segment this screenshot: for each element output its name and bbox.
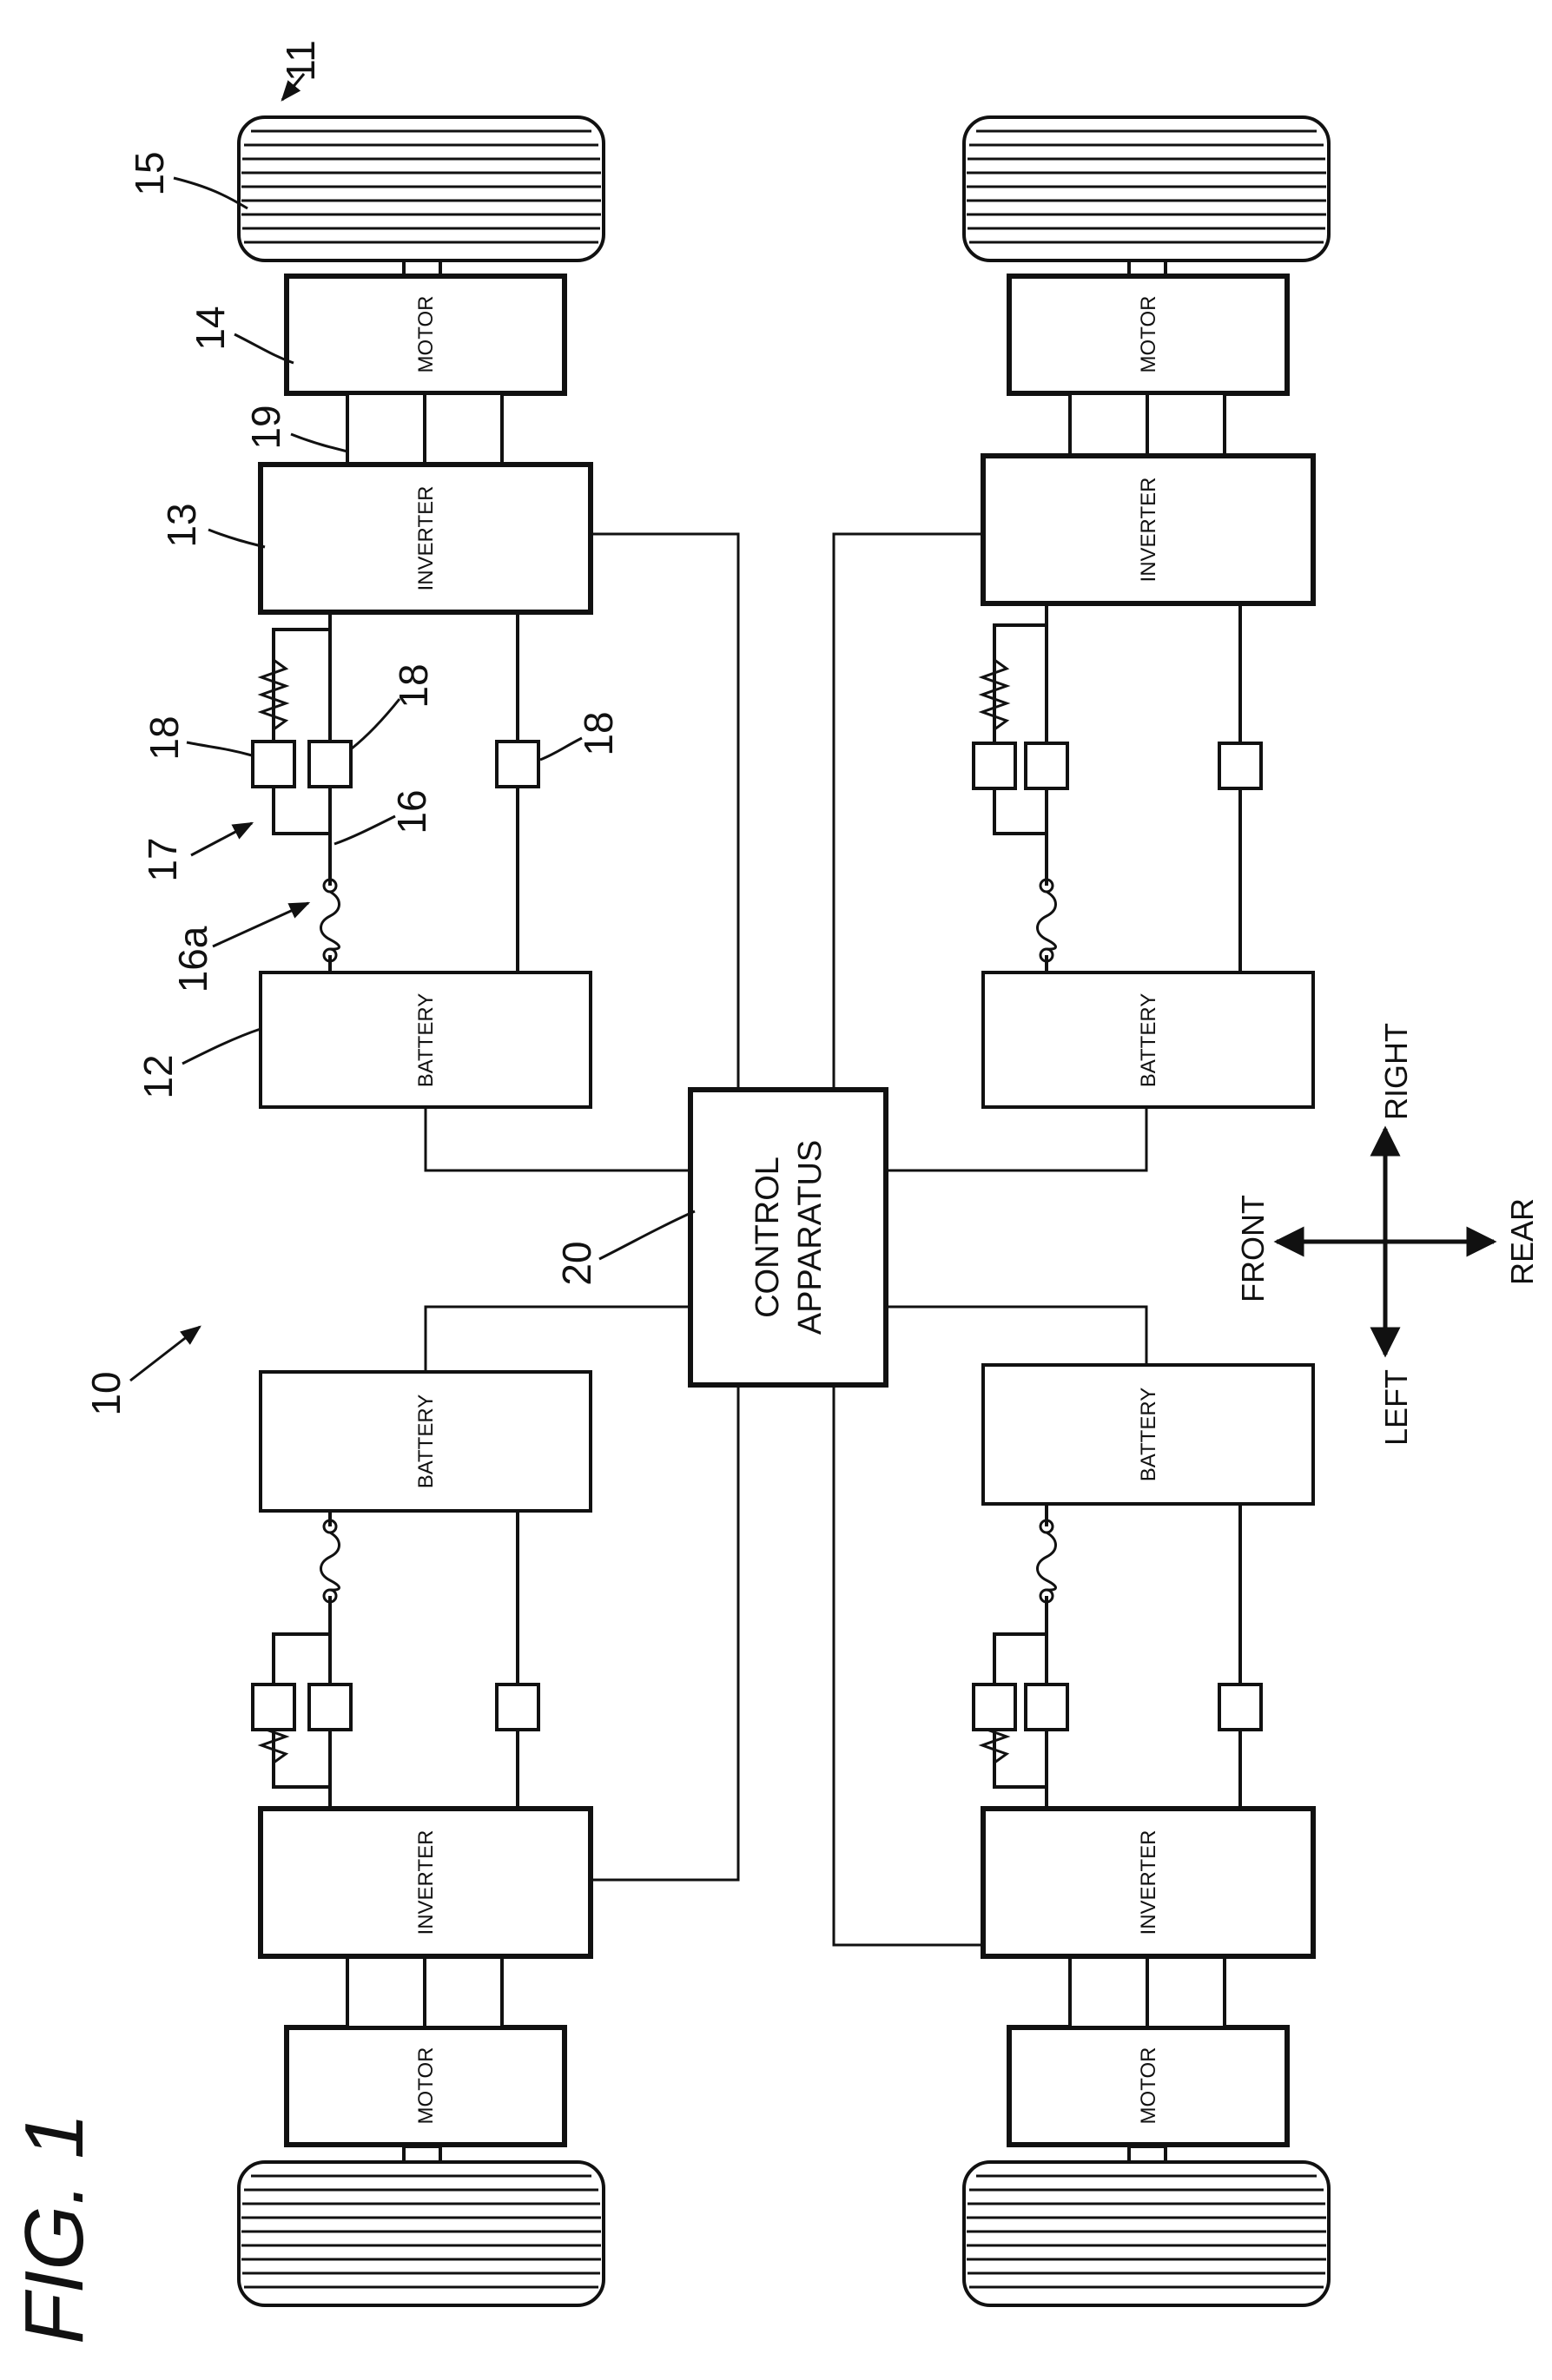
direction-front: FRONT xyxy=(1235,1195,1271,1302)
ref-13: 13 xyxy=(159,503,204,547)
ref-10: 10 xyxy=(83,1371,129,1415)
ref-18-neg: 18 xyxy=(576,711,621,755)
fuse-rear-right xyxy=(1038,880,1056,961)
relay-main-rear-left xyxy=(1026,1684,1067,1730)
inverter-front-right: INVERTER xyxy=(261,465,591,612)
inverter-rear-left: INVERTER xyxy=(983,1809,1313,1956)
ref-18-top: 18 xyxy=(142,715,187,760)
relay-precharge-front-right xyxy=(253,742,294,787)
svg-text:CONTROL: CONTROL xyxy=(750,1157,786,1318)
relay-neg-rear-right xyxy=(1219,743,1261,788)
fuse-front-right xyxy=(321,880,340,961)
fuse-rear-left xyxy=(1038,1520,1056,1602)
relay-main-rear-right xyxy=(1026,743,1067,788)
direction-right: RIGHT xyxy=(1378,1023,1414,1120)
ref-12: 12 xyxy=(135,1054,181,1098)
inverter-front-left: INVERTER xyxy=(261,1809,591,1956)
dc-circuit-front-left xyxy=(274,1511,518,1809)
relay-precharge-rear-left xyxy=(974,1684,1015,1730)
tire-rear-right xyxy=(964,117,1329,260)
motor-front-right: MOTOR xyxy=(287,276,565,393)
direction-left: LEFT xyxy=(1378,1369,1414,1446)
svg-text:INVERTER: INVERTER xyxy=(1137,1830,1160,1935)
ref-16a: 16a xyxy=(170,926,215,992)
ref-11: 11 xyxy=(278,40,323,82)
tire-rear-left xyxy=(964,2162,1329,2305)
relay-precharge-front-left xyxy=(253,1684,294,1730)
svg-text:MOTOR: MOTOR xyxy=(414,2047,438,2125)
svg-text:BATTERY: BATTERY xyxy=(414,1394,438,1488)
relay-neg-front-left xyxy=(497,1684,538,1730)
inverter-rear-right: INVERTER xyxy=(983,456,1313,603)
direction-rear: REAR xyxy=(1504,1198,1540,1285)
ref-16: 16 xyxy=(389,789,434,834)
tire-front-left xyxy=(239,2162,604,2305)
svg-text:INVERTER: INVERTER xyxy=(414,1830,438,1935)
svg-text:INVERTER: INVERTER xyxy=(414,486,438,591)
svg-text:INVERTER: INVERTER xyxy=(1137,478,1160,583)
ref-15: 15 xyxy=(127,151,172,195)
ref-17: 17 xyxy=(140,837,185,881)
ref-14: 14 xyxy=(188,306,233,350)
motor-rear-left: MOTOR xyxy=(1009,2027,1287,2145)
control-apparatus: CONTROL APPARATUS xyxy=(690,1090,886,1385)
dc-circuit-rear-left xyxy=(994,1504,1240,1809)
ref-20: 20 xyxy=(554,1241,599,1285)
battery-front-right: BATTERY xyxy=(261,972,591,1107)
battery-rear-left: BATTERY xyxy=(983,1365,1313,1504)
motor-front-left: MOTOR xyxy=(287,2027,565,2145)
figure-caption: FIG. 1 xyxy=(8,2113,101,2344)
svg-text:BATTERY: BATTERY xyxy=(1137,1388,1160,1481)
relay-neg-front-right xyxy=(497,742,538,787)
svg-text:APPARATUS: APPARATUS xyxy=(792,1140,829,1335)
ref-18-middle: 18 xyxy=(391,663,436,708)
ref-19: 19 xyxy=(243,405,288,449)
svg-text:MOTOR: MOTOR xyxy=(1137,296,1160,373)
direction-compass xyxy=(1277,1129,1494,1355)
relay-neg-rear-left xyxy=(1219,1684,1261,1730)
tire-front-right xyxy=(239,117,604,260)
svg-text:MOTOR: MOTOR xyxy=(1137,2047,1160,2125)
svg-text:BATTERY: BATTERY xyxy=(414,993,438,1087)
relay-main-front-left xyxy=(309,1684,351,1730)
svg-text:BATTERY: BATTERY xyxy=(1137,993,1160,1087)
svg-text:MOTOR: MOTOR xyxy=(414,296,438,373)
motor-rear-right: MOTOR xyxy=(1009,276,1287,393)
relay-main-front-right xyxy=(309,742,351,787)
fuse-front-left xyxy=(321,1520,340,1602)
relay-precharge-rear-right xyxy=(974,743,1015,788)
battery-rear-right: BATTERY xyxy=(983,972,1313,1107)
battery-front-left: BATTERY xyxy=(261,1372,591,1511)
